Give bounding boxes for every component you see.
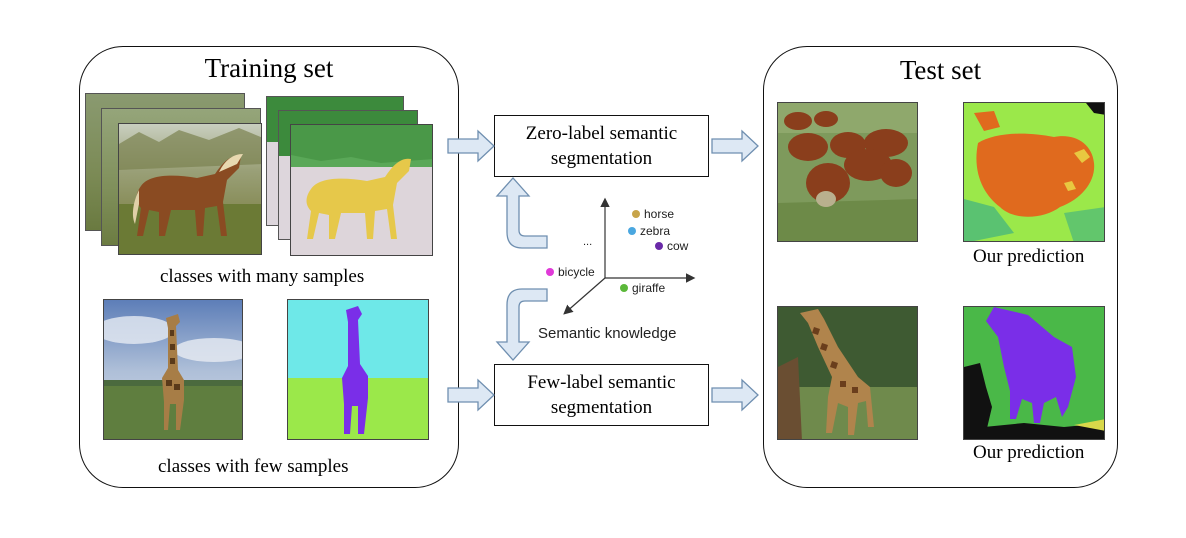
training-set-title: Training set [204,53,334,83]
label-bicycle: bicycle [558,265,595,279]
label-horse: horse [644,207,675,221]
label-ellipsis: ... [583,236,593,248]
few-label-line1: Few-label semantic [527,372,676,393]
point-horse [632,210,640,218]
label-cow: cow [667,239,689,253]
prediction-bottom-caption: Our prediction [973,442,1085,463]
giraffe-mask [287,299,429,440]
giraffe-prediction-mask [963,306,1105,440]
giraffe-test-photo [777,306,918,440]
point-cow [655,242,663,250]
arrow-knowledge-to-few [495,288,548,361]
arrow-zero-to-test [711,129,759,163]
few-samples-caption: classes with few samples [158,456,349,477]
embedding-points [546,210,663,292]
few-label-segmentation-box: Few-label semantic segmentation [494,364,709,426]
giraffe-photo [103,299,243,440]
horse-photo [118,123,262,255]
embedding-axes [563,197,696,315]
cows-photo [777,102,918,242]
arrow-train-to-few [447,378,495,412]
semantic-knowledge-caption: Semantic knowledge [538,325,677,342]
arrow-few-to-test [711,378,759,412]
many-samples-caption: classes with many samples [160,266,365,287]
arrow-knowledge-to-zero [495,177,548,249]
label-zebra: zebra [640,224,671,238]
zero-label-line1: Zero-label semantic [525,123,678,144]
label-giraffe: giraffe [632,281,666,295]
arrow-train-to-zero [447,129,495,163]
test-set-title: Test set [899,55,982,85]
point-bicycle [546,268,554,276]
prediction-top-caption: Our prediction [973,246,1085,267]
horse-mask [290,124,433,256]
cow-prediction-mask [963,102,1105,242]
few-label-line2: segmentation [550,397,653,418]
point-zebra [628,227,636,235]
point-giraffe [620,284,628,292]
zero-label-line2: segmentation [550,148,653,169]
zero-label-segmentation-box: Zero-label semantic segmentation [494,115,709,177]
